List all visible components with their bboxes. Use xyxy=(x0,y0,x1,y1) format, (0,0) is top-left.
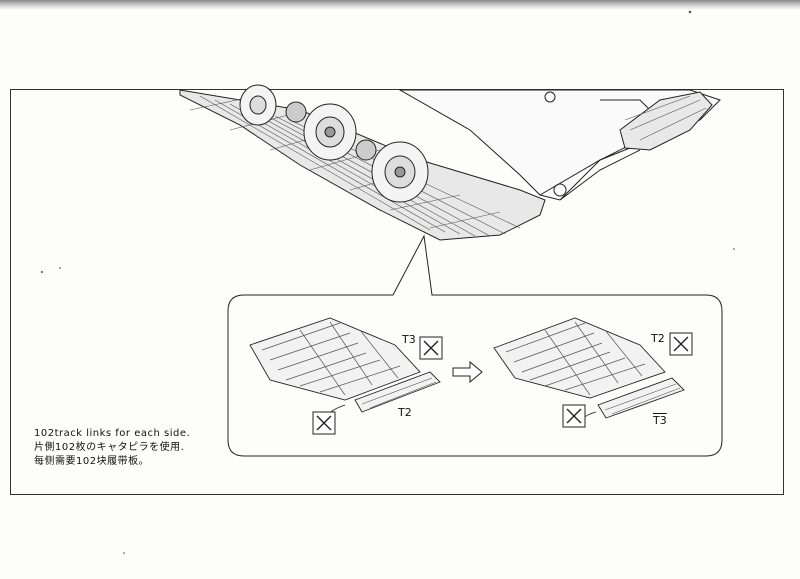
left-sprue xyxy=(249,317,441,419)
paper-specks xyxy=(41,10,735,554)
far-track xyxy=(619,91,713,151)
part-label-t3-right: T3 xyxy=(653,414,667,427)
step-arrow xyxy=(452,360,483,384)
assembly-note: 102track links for each side. 片側102枚のキャタ… xyxy=(34,427,190,469)
page-top-edge xyxy=(0,0,800,10)
callout-frame xyxy=(227,234,723,457)
road-wheels xyxy=(239,84,429,203)
nipper-icon-right-t3 xyxy=(562,404,586,428)
part-label-t2-right: T2 xyxy=(651,332,665,345)
nipper-icon-left-t3 xyxy=(419,336,443,360)
part-label-t2-left: T2 xyxy=(398,406,412,419)
nipper-icon-left-t2 xyxy=(312,411,336,435)
instruction-frame xyxy=(10,89,784,495)
nipper-icon-right-t2 xyxy=(669,332,693,356)
note-chinese: 每侧需要102块履带板。 xyxy=(34,456,150,467)
note-english: 102track links for each side. xyxy=(34,428,191,439)
part-label-t3-left: T3 xyxy=(402,333,416,346)
right-sprue xyxy=(493,317,685,421)
note-japanese: 片側102枚のキャタピラを使用. xyxy=(34,442,185,453)
